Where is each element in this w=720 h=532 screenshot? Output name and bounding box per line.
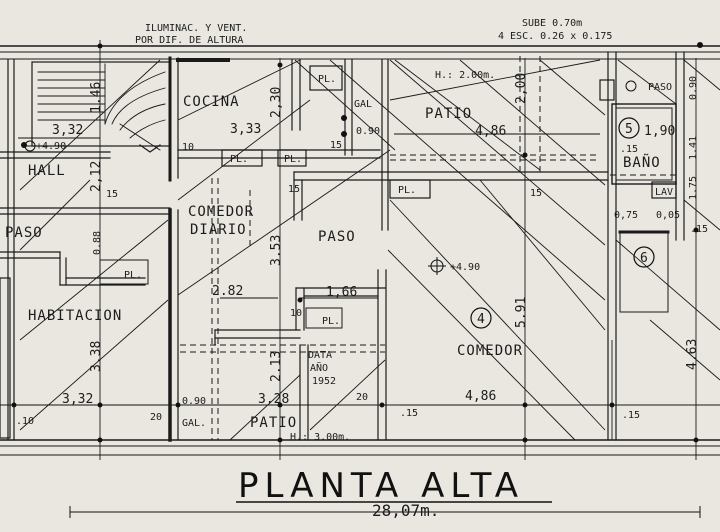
level-4-90-a: +4.90 [450, 262, 480, 273]
note-patio2-height: H.: 3.00m. [290, 432, 350, 443]
note-date-3: 1952 [312, 376, 336, 387]
room-cocina: COCINA [183, 94, 240, 110]
room-paso-2: PASO [318, 229, 356, 245]
label-pl-4: PL. [398, 185, 416, 196]
room-comedor-diario-1: COMEDOR [188, 204, 254, 220]
diagonal-hatching [19, 59, 720, 441]
note-stairs-2: 4 ESC. 0.26 x 0.175 [498, 31, 612, 42]
dim-1-90: 1,90 [644, 124, 675, 139]
dim-2-30: 2,30 [269, 87, 284, 118]
dim-1-66: 1,66 [326, 285, 357, 300]
dim-4-86-b: 4,86 [465, 389, 496, 404]
dim-e2: 15 [330, 140, 342, 151]
dim-e12: 0,75 [614, 210, 638, 221]
title-block: PLANTA ALTA 28,07m. [69, 466, 701, 520]
dim-e9: .15 [622, 410, 640, 421]
annotations: ILUMINAC. Y VENT. POR DIF. DE ALTURA SUB… [135, 18, 672, 443]
dim-0-90-b: 0.90 [182, 396, 206, 407]
level-4-90-b: +4.90 [36, 141, 66, 152]
dim-0-90-c: 0.90 [688, 76, 699, 100]
dim-0-88: 0.88 [92, 231, 103, 255]
dim-2-13: 2.13 [269, 351, 284, 382]
room-patio-2: PATIO [250, 415, 297, 431]
room-labels: COCINA GAL PATIO HALL COMEDOR DIARIO PAS… [5, 74, 679, 431]
label-pl-3: PL. [284, 154, 302, 165]
dim-5-91: 5.91 [514, 297, 529, 328]
dim-4-86-a: 4,86 [475, 124, 506, 139]
room-number-5: 5 [625, 122, 633, 137]
note-lighting-2: POR DIF. DE ALTURA [135, 35, 243, 46]
dim-3-33: 3,33 [230, 122, 261, 137]
note-stairs-1: SUBE 0.70m [522, 18, 582, 29]
dim-4-63: 4.63 [685, 339, 700, 370]
dim-e13: 0,05 [656, 210, 680, 221]
dim-e11: .15 [620, 144, 638, 155]
dim-e10: 20 [356, 392, 368, 403]
note-date-2: AÑO [310, 361, 328, 374]
dim-2-00: 2,00 [514, 73, 529, 104]
dim-e8: 20 [150, 412, 162, 423]
dashed-lines [180, 56, 680, 440]
room-gal-1: GAL [354, 99, 372, 110]
dim-2-12: 2,12 [89, 161, 104, 192]
room-number-4: 4 [477, 312, 485, 327]
dim-2-82: 2.82 [212, 284, 243, 299]
dim-1-75: 1.75 [688, 176, 699, 200]
dim-e15: 15 [106, 189, 118, 200]
room-number-markers [470, 117, 655, 329]
total-width: 28,07m. [372, 501, 439, 520]
room-numbers: 4 5 6 [477, 122, 648, 327]
level-marks [22, 80, 637, 275]
label-lav: LAV. [655, 187, 679, 198]
dim-e1: 10 [182, 142, 194, 153]
label-pl-6: PL. [322, 316, 340, 327]
room-habitacion: HABITACION [28, 308, 122, 324]
room-paso-1: PASO [5, 225, 43, 241]
room-bano: BAÑO [623, 154, 661, 171]
note-paso-right: PASO [648, 82, 672, 93]
dim-3-28: 3.28 [258, 392, 289, 407]
dim-1-46: 1.46 [89, 82, 104, 113]
dim-0-90-a: 0.90 [356, 126, 380, 137]
room-hall: HALL [28, 163, 66, 179]
note-patio-height: H.: 2.00m. [435, 70, 495, 81]
dim-e5: 15 [288, 184, 300, 195]
label-pl-5: PL. [124, 270, 142, 281]
dim-e14: .15 [690, 224, 708, 235]
room-number-6: 6 [640, 251, 648, 266]
dim-e7: .10 [16, 416, 34, 427]
note-lighting: ILUMINAC. Y VENT. [145, 23, 247, 34]
note-date-1: DATA [308, 350, 332, 361]
dimension-lines [18, 133, 600, 406]
dim-1-41: 1.41 [688, 136, 699, 160]
dimension-labels: 1.46 3,32 3,33 2,30 0.90 4,86 2,00 1,90 … [16, 73, 708, 427]
room-gal-2: GAL. [182, 418, 206, 429]
walls [0, 45, 720, 456]
dim-e3: 15 [530, 188, 542, 199]
label-pl-1: PL. [318, 74, 336, 85]
room-patio-1: PATIO [425, 106, 472, 122]
dim-e4: .15 [400, 408, 418, 419]
dim-e6: 10 [290, 308, 302, 319]
dim-3-32-b: 3,32 [62, 392, 93, 407]
room-comedor: COMEDOR [457, 343, 523, 359]
plan-title: PLANTA ALTA [238, 466, 524, 506]
dim-3-32-a: 3,32 [52, 123, 83, 138]
label-pl-2: PL. [230, 154, 248, 165]
dim-3-53: 3.53 [269, 235, 284, 266]
dim-3-38: 3.38 [89, 341, 104, 372]
room-comedor-diario-2: DIARIO [190, 222, 247, 238]
